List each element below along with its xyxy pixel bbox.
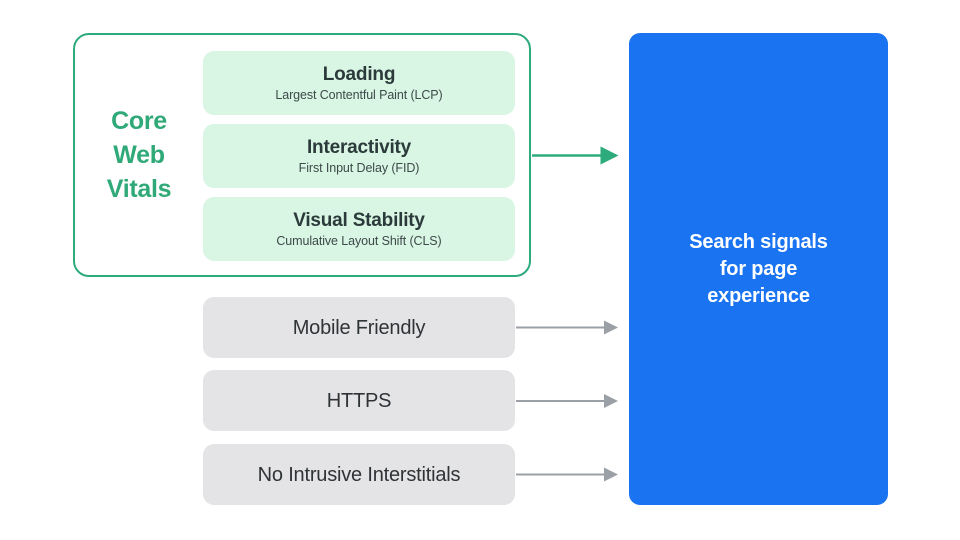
core-web-vitals-label-line-1: Core	[111, 107, 167, 135]
core-web-vitals-label-line-3: Vitals	[106, 175, 172, 203]
search-signals-line-1: Search signals	[689, 230, 828, 253]
metric-card-visual-stability[interactable]: Visual Stability Cumulative Layout Shift…	[203, 197, 515, 261]
mobile-friendly-box[interactable]: Mobile Friendly	[203, 297, 515, 358]
core-web-vitals-label-line-2: Web	[113, 141, 165, 169]
search-signals-panel[interactable]: Search signals for page experience	[629, 33, 888, 505]
metric-subtitle: Cumulative Layout Shift (CLS)	[276, 233, 442, 248]
signal-label: No Intrusive Interstitials	[257, 463, 461, 486]
signal-label: HTTPS	[326, 389, 392, 412]
metric-title: Interactivity	[306, 136, 412, 158]
metric-subtitle: First Input Delay (FID)	[298, 160, 420, 175]
metric-title: Loading	[322, 63, 396, 85]
core-web-vitals-group	[73, 33, 531, 277]
signal-label: Mobile Friendly	[292, 316, 426, 339]
metric-subtitle: Largest Contentful Paint (LCP)	[275, 87, 443, 102]
search-signals-line-3: experience	[707, 284, 810, 307]
search-signals-text: Search signals for page experience	[675, 229, 841, 310]
metric-card-loading[interactable]: Loading Largest Contentful Paint (LCP)	[203, 51, 515, 115]
metric-card-interactivity[interactable]: Interactivity First Input Delay (FID)	[203, 124, 515, 188]
search-signals-line-2: for page	[719, 257, 798, 280]
no-intrusive-interstitials-box[interactable]: No Intrusive Interstitials	[203, 444, 515, 505]
https-box[interactable]: HTTPS	[203, 370, 515, 431]
metric-title: Visual Stability	[293, 209, 425, 231]
core-web-vitals-label: Core Web Vitals	[80, 104, 198, 206]
